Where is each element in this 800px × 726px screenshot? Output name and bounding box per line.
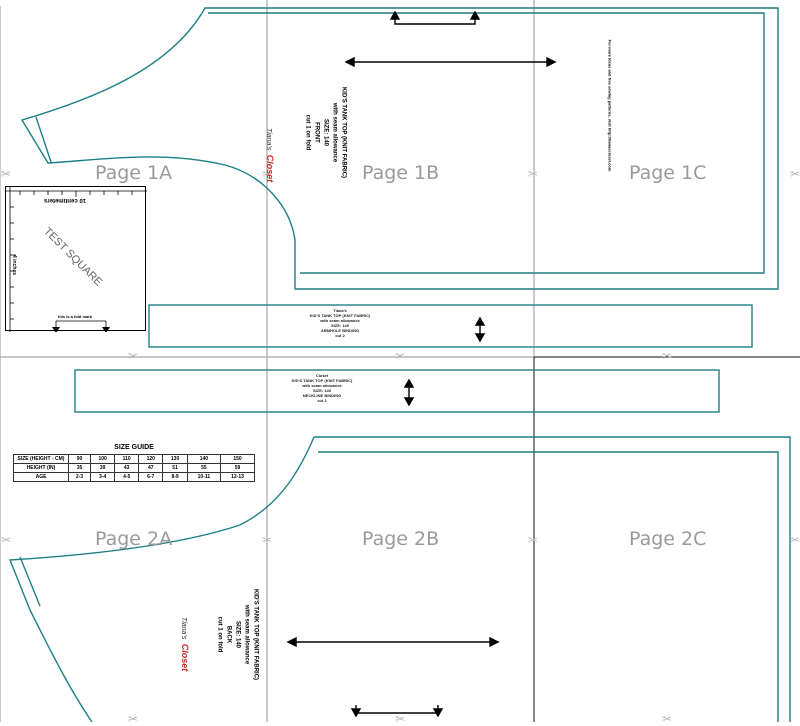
- size-guide-cell: 55: [186, 463, 222, 473]
- neckline-size: SIZE: 140: [312, 388, 331, 393]
- back-piece-name: BACK: [225, 625, 232, 644]
- grainline-arrows: [286, 56, 557, 648]
- scissors-icon: ✂: [662, 712, 673, 726]
- size-guide-cell: 120: [138, 454, 164, 464]
- page-label-2b: Page 2B: [362, 528, 440, 550]
- front-piece-label: KID'S TANK TOP (KNIT FABRIC) with seam a…: [303, 53, 348, 213]
- back-size: SIZE: 140: [234, 620, 241, 648]
- back-title: KID'S TANK TOP (KNIT FABRIC): [252, 588, 259, 681]
- front-title: KID'S TANK TOP (KNIT FABRIC): [340, 86, 347, 179]
- neckline-binding-label: Closet KID'S TANK TOP (KNIT FABRIC) with…: [282, 373, 362, 403]
- size-guide-cell: 150: [220, 454, 255, 464]
- page-label-1b: Page 1B: [362, 162, 440, 184]
- side-note-text: For more ideas and free sewing patterns,…: [607, 39, 613, 172]
- size-guide-cell: 140: [186, 454, 222, 464]
- brand-logo-back: Tiana's Closet: [177, 617, 195, 671]
- page-label-2c: Page 2C: [629, 528, 707, 550]
- neckline-subtitle: with seam allowance: [302, 383, 342, 388]
- back-subtitle: with seam allowance: [243, 604, 250, 665]
- scissors-icon: ✂: [790, 533, 800, 547]
- test-square-ruler: [6, 187, 147, 332]
- armhole-cut-instruction: cut 2: [335, 333, 345, 338]
- size-guide-cell: 47: [138, 463, 164, 473]
- size-guide-cell: 2-3: [68, 472, 91, 482]
- front-size: SIZE: 140: [322, 118, 329, 146]
- neckline-cut-instruction: cut 1: [317, 398, 327, 403]
- back-cut-instruction: cut 1 on fold: [216, 616, 223, 653]
- size-guide-row-header: SIZE (HEIGHT - CM): [13, 454, 69, 464]
- scissors-icon: ✂: [262, 533, 273, 547]
- neckline-binding-strip: [74, 369, 720, 413]
- size-guide-cell: 4-5: [114, 472, 140, 482]
- scissors-icon: ✂: [528, 533, 539, 547]
- size-guide-cell: 35: [68, 463, 91, 473]
- scissors-icon: ✂: [790, 167, 800, 181]
- scissors-icon: ✂: [128, 349, 139, 363]
- page-grid: [0, 0, 535, 722]
- back-pattern-piece: [8, 436, 791, 722]
- back-piece-label: KID'S TANK TOP (KNIT FABRIC) with seam a…: [215, 555, 260, 715]
- page-grid-dark: [533, 356, 800, 722]
- page-label-2a: Page 2A: [95, 528, 173, 550]
- test-square-fold-label: this is a fold mark: [58, 314, 93, 319]
- scissors-icon: ✂: [128, 712, 139, 726]
- size-guide-cell: 3-4: [89, 472, 116, 482]
- size-guide-cell: 59: [220, 463, 255, 473]
- brand-name-bottom: Closet: [265, 154, 275, 183]
- test-square-side-measure: 4 inches: [11, 254, 18, 276]
- brand-logo-front: Tiana's Closet: [262, 128, 280, 182]
- armhole-title: KID'S TANK TOP (KNIT FABRIC): [309, 313, 371, 318]
- test-square: 10 centimeters 4 inches TEST SQUARE this…: [5, 186, 147, 332]
- size-guide-cell: 6-7: [138, 472, 164, 482]
- page-label-1c: Page 1C: [629, 162, 707, 184]
- front-pattern-piece: [20, 7, 779, 290]
- scissors-icon: ✂: [395, 349, 406, 363]
- front-piece-name: FRONT: [313, 122, 320, 143]
- brand-name-top: Tiana's: [265, 128, 272, 151]
- scissors-icon: ✂: [1, 533, 12, 547]
- armhole-size: SIZE: 140: [330, 323, 349, 328]
- brand-name-bottom: Closet: [180, 643, 190, 672]
- neckline-piece-name: NECKLINE BINDING: [302, 393, 342, 398]
- brand-name-bottom: Closet: [315, 373, 329, 378]
- front-cut-instruction: cut 1 on fold: [304, 114, 311, 151]
- scissors-icon: ✂: [262, 167, 273, 181]
- size-guide-cell: 100: [89, 454, 116, 464]
- front-subtitle: with seam allowance: [331, 102, 338, 163]
- test-square-top-measure: 10 centimeters: [44, 197, 87, 203]
- side-note: For more ideas and free sewing patterns,…: [608, 16, 613, 196]
- size-guide-cell: 43: [114, 463, 140, 473]
- size-guide-cell: 39: [89, 463, 116, 473]
- size-guide-cell: 130: [162, 454, 188, 464]
- size-guide-cell: 51: [162, 463, 188, 473]
- scissors-icon: ✂: [662, 349, 673, 363]
- scissors-icon: ✂: [528, 167, 539, 181]
- brand-name-top: Tiana's: [333, 308, 347, 313]
- size-guide-row-header: HEIGHT (IN): [13, 463, 69, 473]
- size-guide-cell: 10-11: [186, 472, 222, 482]
- armhole-piece-name: ARMHOLE BINDING: [320, 328, 360, 333]
- armhole-binding-label: Tiana's KID'S TANK TOP (KNIT FABRIC) wit…: [300, 308, 380, 338]
- armhole-binding-strip: [148, 304, 753, 348]
- scissors-icon: ✂: [395, 712, 406, 726]
- scissors-icon: ✂: [1, 167, 12, 181]
- size-guide-row-header: AGE: [13, 472, 69, 482]
- brand-name-top: Tiana's: [180, 617, 187, 640]
- size-guide-cell: 8-9: [162, 472, 188, 482]
- page-label-1a: Page 1A: [95, 162, 173, 184]
- size-guide-cell: 110: [114, 454, 140, 464]
- fold-markers: [350, 10, 481, 718]
- size-guide-title: SIZE GUIDE: [114, 444, 154, 451]
- size-guide-cell: 12-13: [220, 472, 255, 482]
- neckline-title: KID'S TANK TOP (KNIT FABRIC): [291, 378, 353, 383]
- size-guide-cell: 90: [68, 454, 91, 464]
- armhole-subtitle: with seam allowance: [320, 318, 360, 323]
